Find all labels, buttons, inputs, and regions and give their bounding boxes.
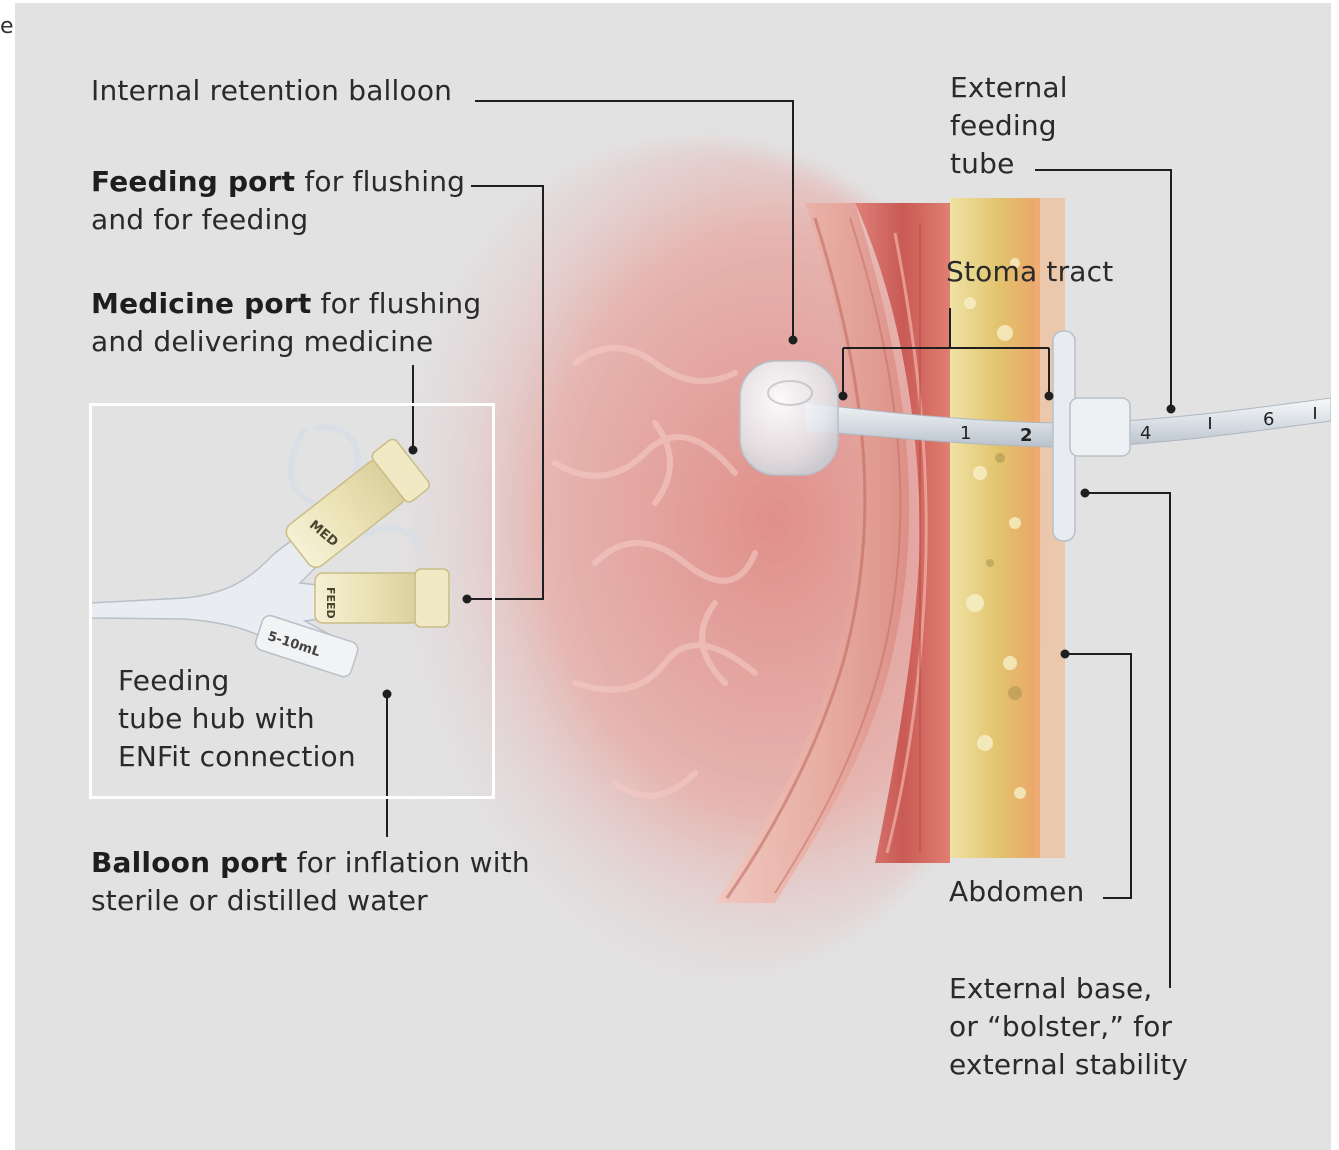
label-medicine-port: Medicine port for flushing and deliverin… — [91, 285, 481, 361]
label-internal-balloon: Internal retention balloon — [91, 72, 452, 110]
label-hub: Feeding tube hub with ENFit connection — [118, 662, 356, 776]
label-feeding-port: Feeding port for flushing and for feedin… — [91, 163, 465, 239]
label-external-base: External base, or “bolster,” for externa… — [949, 970, 1188, 1084]
external-bolster — [1053, 331, 1130, 541]
label-abdomen: Abdomen — [949, 873, 1084, 911]
tube-mark-1: 1 — [960, 423, 971, 444]
fat-layer — [950, 198, 1065, 858]
tube-mark-6: 6 — [1263, 409, 1274, 430]
label-feeding-port-bold: Feeding port — [91, 165, 295, 198]
internal-balloon — [740, 361, 838, 475]
diagram-panel: 1 2 4 6 MED — [15, 3, 1331, 1150]
stray-edge-text: e — [0, 14, 14, 39]
tube-mark-2: 2 — [1020, 425, 1033, 446]
tube-mark-4: 4 — [1140, 423, 1151, 444]
label-stoma-tract: Stoma tract — [946, 253, 1113, 291]
label-balloon-port: Balloon port for inflation with sterile … — [91, 844, 530, 920]
label-external-tube: External feeding tube — [950, 69, 1068, 183]
label-medicine-port-bold: Medicine port — [91, 287, 311, 320]
label-balloon-port-bold: Balloon port — [91, 846, 287, 879]
